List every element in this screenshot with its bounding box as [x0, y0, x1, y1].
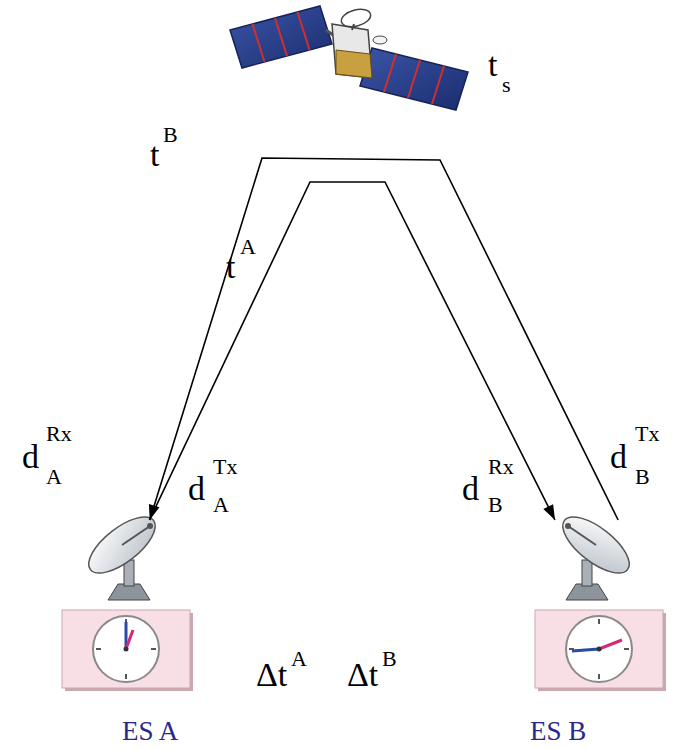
station-caption: ES B — [530, 718, 586, 745]
index-label: Tx — [635, 423, 659, 445]
index-label: A — [240, 236, 256, 258]
index-label: s — [502, 74, 511, 96]
symbol-label: t — [150, 138, 159, 172]
clock-icon — [62, 610, 193, 691]
signal-path — [149, 158, 618, 520]
symbol-label: t — [226, 250, 235, 284]
earth-station: ES A — [88, 520, 168, 600]
index-label: B — [163, 124, 178, 146]
symbol-label: d — [462, 472, 479, 506]
signal-line — [150, 158, 618, 520]
satellite-icon — [230, 6, 468, 110]
index-label: A — [291, 648, 307, 670]
index-label: B — [382, 648, 397, 670]
dish-antenna — [554, 507, 638, 600]
dish-antenna — [80, 507, 164, 600]
symbol-label: t — [488, 48, 497, 82]
index-label: B — [488, 494, 503, 516]
arrow-head — [543, 504, 555, 520]
signal-path — [149, 182, 554, 520]
symbol-label: Δt — [256, 658, 287, 692]
signal-line — [149, 182, 554, 520]
index-label: Rx — [488, 456, 514, 478]
symbol-label: d — [22, 440, 39, 474]
station-caption: ES A — [122, 718, 178, 745]
symbol-label: d — [610, 440, 627, 474]
index-label: Rx — [46, 423, 72, 445]
index-label: A — [46, 466, 62, 488]
index-label: B — [635, 466, 650, 488]
symbol-label: Δt — [347, 658, 378, 692]
earth-station: ES B — [535, 520, 640, 600]
index-label: A — [213, 494, 229, 516]
index-label: Tx — [213, 456, 237, 478]
symbol-label: d — [188, 472, 205, 506]
clock-icon — [535, 610, 666, 691]
